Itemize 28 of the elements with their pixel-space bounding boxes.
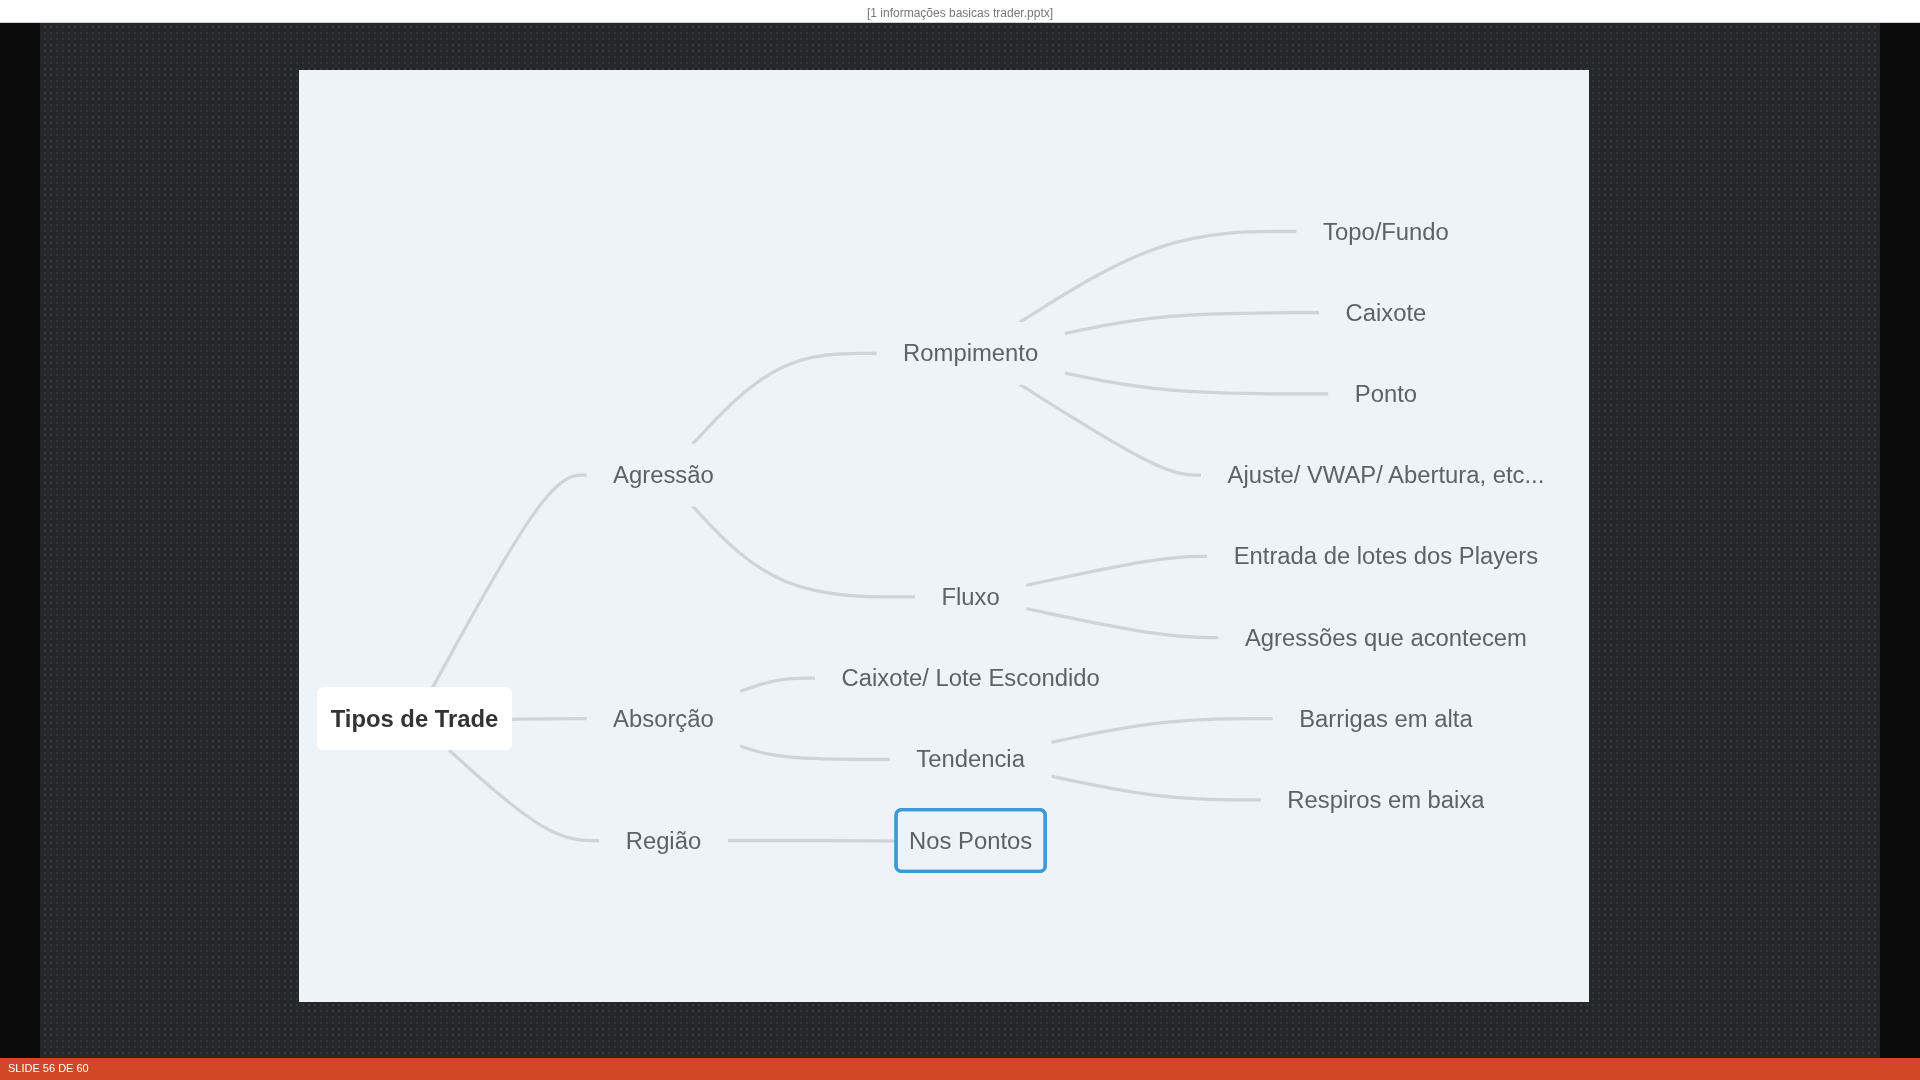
connector xyxy=(691,504,916,599)
connector xyxy=(448,748,600,843)
slide: Tipos de Trade Agressão Rompimento Topo/Fundo Caixote Ponto Ajuste/ VWAP/ Abertura, etc... Fluxo Entrada de lotes dos Players Agressões que acontecem Absorção Caixote/ Lote Escondido Tendencia Barrigas em alta Respiros em baixa Região Nos Pontos xyxy=(299,70,1589,1002)
slide-counter: SLIDE 56 DE 60 xyxy=(8,1062,89,1074)
node-text: Tendencia xyxy=(916,745,1025,773)
node-text: Absorção xyxy=(613,705,714,733)
connector xyxy=(1025,606,1219,640)
node-text: Barrigas em alta xyxy=(1299,705,1473,733)
connector xyxy=(739,676,816,694)
node-text: Agressões que acontecem xyxy=(1244,623,1527,652)
node-text: Entrada de lotes dos Players xyxy=(1233,542,1539,570)
node-text: Fluxo xyxy=(941,583,1000,611)
node-text: Topo/Fundo xyxy=(1323,217,1449,246)
connector xyxy=(739,744,891,761)
node-text: Agressão xyxy=(613,461,714,489)
node-text: Região xyxy=(625,826,702,855)
node-text: Respiros em baixa xyxy=(1287,786,1485,814)
connector xyxy=(1050,717,1274,744)
node-text: Caixote/ Lote Escondido xyxy=(841,664,1100,692)
window-title: [1 informações basicas trader.pptx] xyxy=(866,6,1054,20)
connector xyxy=(1050,774,1262,802)
node-text: Caixote xyxy=(1345,299,1427,327)
connector xyxy=(1025,554,1208,587)
node-text: Ajuste/ VWAP/ Abertura, etc... xyxy=(1227,461,1545,489)
connector xyxy=(691,351,878,446)
node-text: Ponto xyxy=(1354,380,1418,408)
connector xyxy=(1018,229,1298,324)
node-text: Rompimento xyxy=(903,339,1039,367)
